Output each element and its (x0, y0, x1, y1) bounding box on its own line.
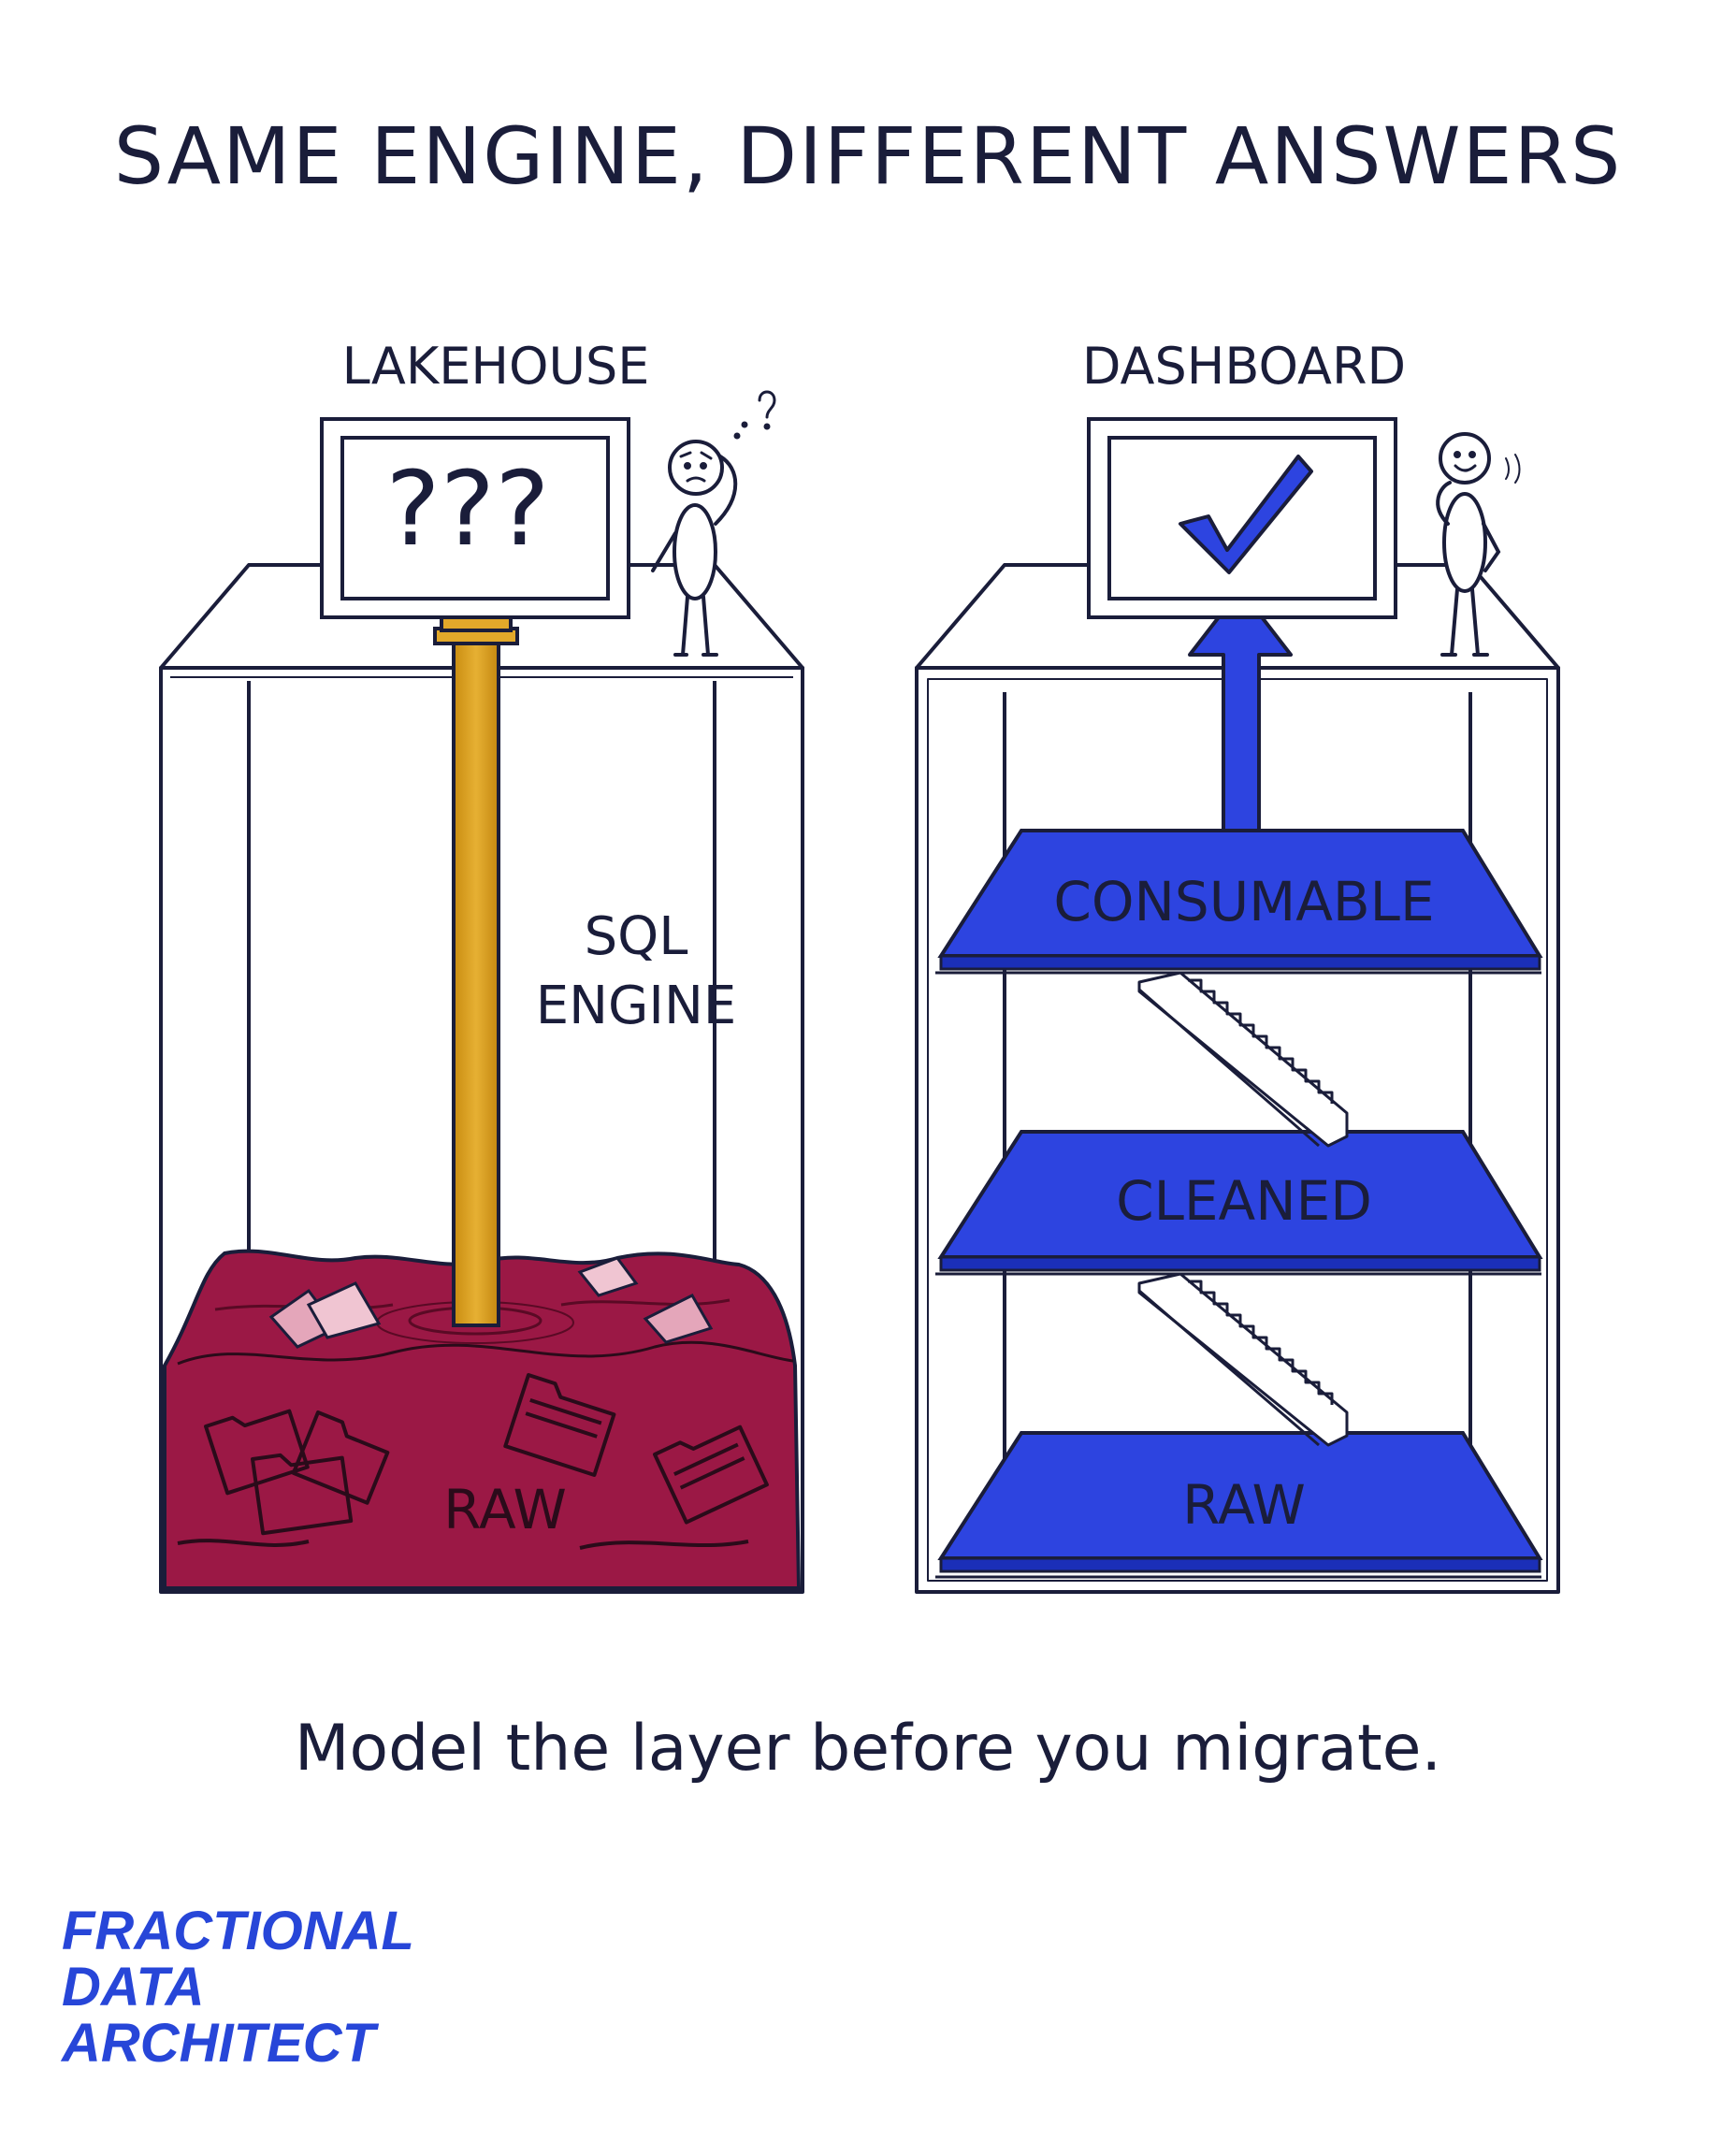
brand-line-3: ARCHITECT (62, 2013, 376, 2074)
happy-stick-figure (1436, 432, 1501, 657)
folder-icon (204, 1409, 310, 1496)
lakehouse-screen-text: ??? (385, 449, 550, 569)
folder-icon-group (177, 1373, 769, 1550)
layer-label-raw: RAW (1182, 1473, 1306, 1537)
lakehouse-label: LAKEHOUSE (341, 337, 650, 396)
sql-engine-label: SQL ENGINE (496, 903, 776, 1041)
sql-engine-label-line2: ENGINE (535, 976, 737, 1036)
lakehouse-monitor (320, 417, 630, 619)
layer-label-cleaned: CLEANED (1116, 1169, 1372, 1233)
checkmark-icon (1179, 455, 1313, 574)
tagline: Model the layer before you migrate. (294, 1712, 1442, 1786)
page-title: SAME ENGINE, DIFFERENT ANSWERS (113, 110, 1623, 202)
lakehouse-raw-label: RAW (443, 1478, 567, 1541)
happy-marks (1505, 454, 1521, 484)
folder-icon (653, 1425, 769, 1525)
dashboard-monitor (1087, 417, 1397, 619)
folder-icon (503, 1373, 616, 1477)
up-arrow (1188, 587, 1293, 832)
folder-icon (251, 1453, 354, 1536)
staircase-lower (1137, 1272, 1349, 1447)
confused-stick-figure (651, 440, 738, 657)
raw-data-swamp (163, 1249, 802, 1590)
brand-logo: FRACTIONAL DATA ARCHITECT (62, 1903, 414, 2072)
brand-line-2: DATA (62, 1957, 205, 2018)
question-marks (733, 390, 776, 440)
staircase-upper (1137, 971, 1349, 1148)
folder-icon (291, 1410, 390, 1505)
brand-line-1: FRACTIONAL (62, 1901, 414, 1961)
dashboard-label: DASHBOARD (1081, 337, 1407, 396)
sql-engine-label-line1: SQL (584, 906, 688, 967)
layer-label-consumable: CONSUMABLE (1053, 870, 1435, 933)
layer-consumable (937, 829, 1543, 971)
